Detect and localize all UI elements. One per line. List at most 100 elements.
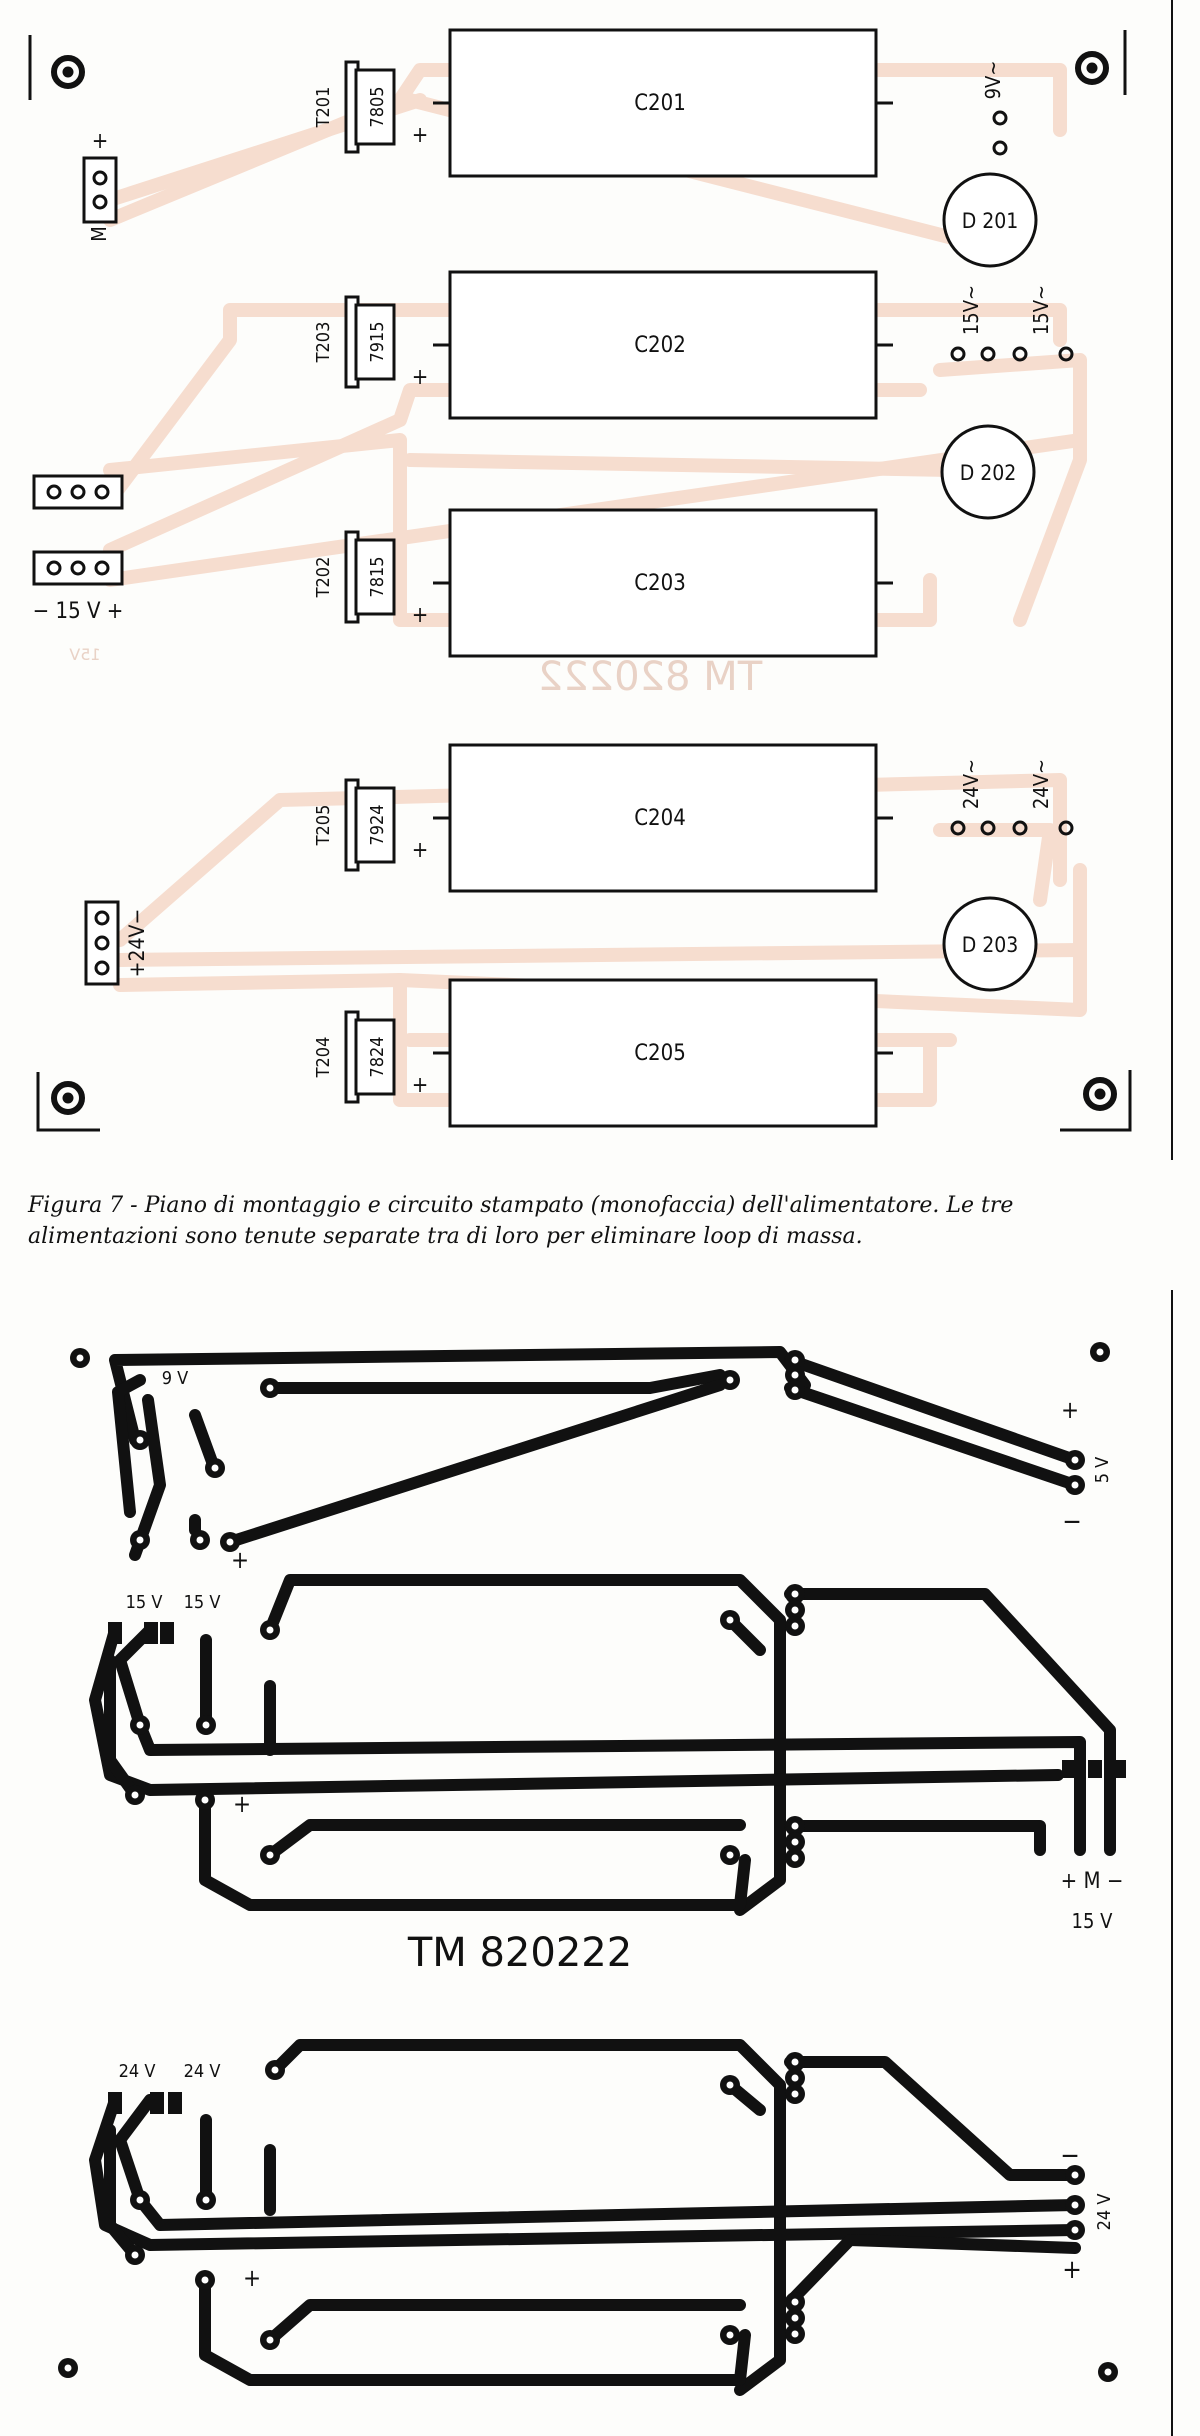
- figure-caption: Figura 7 - Piano di montaggio e circuito…: [28, 1193, 1014, 1249]
- copper-pad: [220, 1532, 240, 1552]
- capacitor-plus-label: +: [412, 1073, 429, 1098]
- capacitor-c203: C203 +: [412, 508, 893, 658]
- copper-pad: [130, 1715, 150, 1735]
- output-24v-label: +24V−: [125, 909, 149, 978]
- copper-pad: [1098, 2362, 1118, 2382]
- copper-pad: [720, 2325, 740, 2345]
- copper-pad: [785, 2084, 805, 2104]
- regulator-ref: T205: [313, 805, 334, 847]
- mirror-15v-label: 15V: [69, 645, 100, 664]
- ac-24v-label-1: 24V~: [959, 759, 983, 809]
- regulator-value: 7915: [367, 321, 388, 362]
- pcb-24v-minus: −: [1060, 2141, 1080, 2171]
- header-pads: [108, 1622, 1126, 2114]
- capacitor-plus-label: +: [412, 123, 429, 148]
- copper-pad: [125, 2245, 145, 2265]
- regulator-value: 7805: [367, 86, 388, 127]
- mounting-hole: [51, 51, 1117, 1115]
- ac-input-pads: [950, 110, 1074, 836]
- copper-pad: [785, 1600, 805, 1620]
- diode-bridge-1: D 201: [942, 172, 1038, 268]
- copper-pad: [720, 1370, 740, 1390]
- copper-pad: [1065, 2220, 1085, 2240]
- pcb-5v-minus: −: [1062, 1507, 1082, 1537]
- copper-pad: [785, 2068, 805, 2088]
- corner-marks: [28, 30, 1132, 1132]
- connector-15v-output: − 15 V +: [32, 474, 124, 624]
- regulator-value: 7815: [367, 556, 388, 597]
- pcb-label-15v-1: 15 V: [126, 1592, 163, 1613]
- capacitor-c201: C201 +: [412, 28, 893, 178]
- pcb-copper-artwork: 9 V 15 V 15 V 24 V 24 V + + + + − 5 V + …: [58, 1290, 1173, 2436]
- ac-24v-label-2: 24V~: [1029, 759, 1053, 809]
- capacitor-label: C203: [634, 571, 686, 596]
- copper-pad: [190, 1530, 210, 1550]
- copper-pad: [265, 2060, 285, 2080]
- connector-24v-output: +24V−: [84, 900, 149, 986]
- copper-pad: [720, 2075, 740, 2095]
- pcb-label-24v-1: 24 V: [119, 2061, 156, 2082]
- regulator-ref: T201: [313, 87, 334, 129]
- regulator-value: 7924: [367, 804, 388, 845]
- capacitor-c202: C202+: [412, 270, 893, 420]
- copper-pad: [130, 1430, 150, 1450]
- copper-pad: [196, 2190, 216, 2210]
- copper-pad: [260, 1378, 280, 1398]
- capacitor-label: C205: [634, 1041, 686, 1066]
- copper-pad: [1065, 2165, 1085, 2185]
- pcb-15v-unit: 15 V: [1072, 1909, 1114, 1933]
- copper-pad: [1090, 1342, 1110, 1362]
- copper-pad: [1065, 1475, 1085, 1495]
- regulator-t203: 7915 T203: [313, 295, 396, 389]
- ac-15v-label-1: 15V~: [959, 285, 983, 335]
- copper-pad: [785, 1848, 805, 1868]
- copper-pad: [130, 1530, 150, 1550]
- pcb-label-24v-2: 24 V: [184, 2061, 221, 2082]
- copper-pad: [785, 1350, 805, 1370]
- connector-5v-output: + M: [82, 129, 118, 242]
- regulator-t205: 7924 T205: [313, 778, 396, 872]
- pcb-label-15v-2: 15 V: [184, 1592, 221, 1613]
- copper-pad: [195, 2270, 215, 2290]
- capacitors: C201+C202+C203+C204+C205+: [412, 28, 893, 1128]
- capacitor-plus-label: +: [412, 838, 429, 863]
- copper-pad: [785, 1832, 805, 1852]
- copper-pad: [785, 2292, 805, 2312]
- capacitor-label: C201: [634, 91, 686, 116]
- diode-label: D 203: [962, 933, 1019, 957]
- regulator-t202: 7815 T202: [313, 530, 396, 624]
- copper-pad: [785, 2308, 805, 2328]
- diode-label: D 202: [960, 461, 1017, 485]
- regulator-ref: T203: [313, 322, 334, 364]
- mirror-board-title: TM 820222: [538, 654, 763, 700]
- regulator-t201: 7805 T201: [313, 60, 396, 154]
- diode-bridges: D 201 D 202 D 203: [940, 172, 1038, 992]
- pcb-15v-pins: + M −: [1061, 1869, 1124, 1894]
- copper-pad: [1065, 1450, 1085, 1470]
- copper-pad: [1065, 2195, 1085, 2215]
- pcb-label-9v: 9 V: [162, 1368, 189, 1389]
- capacitor-label: C204: [634, 806, 686, 831]
- capacitor-plus-label: +: [412, 365, 429, 390]
- diode-bridge-3: D 203: [942, 896, 1038, 992]
- capacitor-c204: C204 +: [412, 743, 893, 893]
- diode-bridge-2: D 202: [940, 424, 1036, 520]
- pcb-5v-plus: +: [1061, 1396, 1079, 1424]
- copper-pad: [785, 1365, 805, 1385]
- regulator-ref: T202: [313, 557, 334, 599]
- pcb-plus-9v: +: [231, 1546, 249, 1574]
- copper-pad: [785, 2052, 805, 2072]
- diode-label: D 201: [962, 209, 1019, 233]
- pcb-5v-label: 5 V: [1092, 1457, 1113, 1484]
- copper-pad: [260, 2330, 280, 2350]
- regulator-ref: T204: [313, 1037, 334, 1079]
- copper-pad: [785, 1584, 805, 1604]
- pcb-24v-label: 24 V: [1094, 2194, 1115, 2231]
- ac-15v-label-2: 15V~: [1029, 285, 1053, 335]
- capacitor-plus-label: +: [412, 603, 429, 628]
- copper-pad: [260, 1845, 280, 1865]
- component-layout: TM 820222 15V + M: [28, 0, 1173, 1160]
- copper-pad: [785, 2324, 805, 2344]
